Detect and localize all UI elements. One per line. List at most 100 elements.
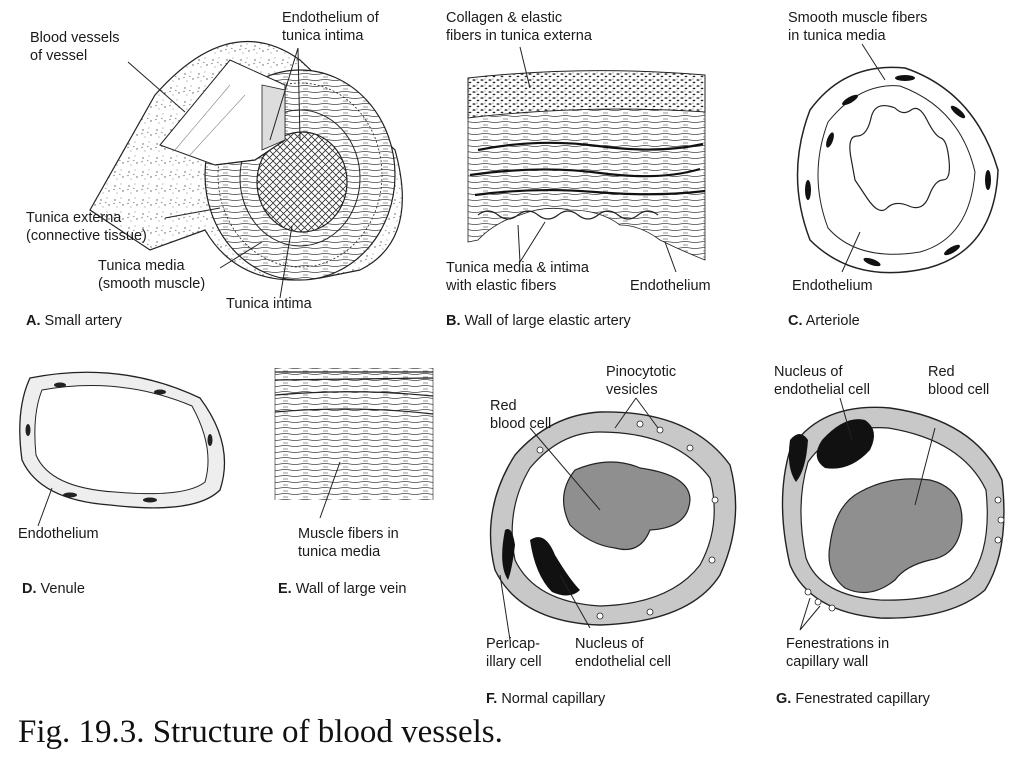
panel-e-caption: Wall of large vein bbox=[296, 581, 407, 597]
svg-text:(smooth muscle): (smooth muscle) bbox=[98, 276, 205, 292]
label-red-blood-cell-g-line1: Red bbox=[928, 364, 955, 380]
label-media-intima-line2: with elastic fibers bbox=[445, 278, 556, 294]
label-endothelium-b: Endothelium bbox=[630, 278, 711, 294]
svg-text:blood cell: blood cell bbox=[928, 382, 989, 398]
svg-text:Endothelium: Endothelium bbox=[792, 278, 873, 294]
svg-text:Pericap-: Pericap- bbox=[486, 636, 540, 652]
svg-text:endothelial cell: endothelial cell bbox=[575, 654, 671, 670]
panel-g-fenestrated-capillary: Nucleus of endothelial cell Red blood ce… bbox=[774, 364, 1005, 707]
label-red-blood-cell-g-line2: blood cell bbox=[928, 382, 989, 398]
svg-text:Tunica intima: Tunica intima bbox=[226, 296, 313, 312]
venule-illustration bbox=[19, 371, 226, 509]
label-smooth-muscle-line2: in tunica media bbox=[788, 28, 886, 44]
svg-text:Nucleus of: Nucleus of bbox=[774, 364, 843, 380]
svg-text:illary cell: illary cell bbox=[486, 654, 542, 670]
label-nucleus-g-line2: endothelial cell bbox=[774, 382, 870, 398]
panel-f-normal-capillary: Pinocytotic vesicles Red blood cell Peri… bbox=[486, 364, 737, 707]
svg-text:F. Normal capillary: F. Normal capillary bbox=[486, 691, 606, 707]
svg-text:tunica intima: tunica intima bbox=[282, 28, 364, 44]
panel-b-caption: Wall of large elastic artery bbox=[465, 313, 632, 329]
svg-text:Nucleus of: Nucleus of bbox=[575, 636, 644, 652]
normal-capillary-illustration bbox=[489, 411, 737, 626]
label-nucleus-f-line2: endothelial cell bbox=[575, 654, 671, 670]
label-endothelium-intima-line1: Endothelium of bbox=[282, 10, 380, 26]
panel-c-letter: C. bbox=[788, 313, 803, 329]
svg-text:G. Fenestrated capillary: G. Fenestrated capillary bbox=[776, 691, 931, 707]
panel-e-large-vein: Muscle fibers in tunica media E. Wall of… bbox=[274, 368, 434, 597]
panel-e-letter: E. bbox=[278, 581, 292, 597]
label-nucleus-g-line1: Nucleus of bbox=[774, 364, 843, 380]
panel-a-caption: Small artery bbox=[45, 313, 123, 329]
label-red-blood-cell-f-line2: blood cell bbox=[490, 416, 551, 432]
panel-f-caption: Normal capillary bbox=[501, 691, 606, 707]
label-fenestrations-line2: capillary wall bbox=[786, 654, 868, 670]
svg-text:Tunica media & intima: Tunica media & intima bbox=[446, 260, 590, 276]
label-endothelium-c: Endothelium bbox=[792, 278, 873, 294]
label-endothelium-d: Endothelium bbox=[18, 526, 99, 542]
label-pericapillary-line2: illary cell bbox=[486, 654, 542, 670]
svg-text:vesicles: vesicles bbox=[606, 382, 658, 398]
svg-text:Muscle fibers in: Muscle fibers in bbox=[298, 526, 399, 542]
label-pinocytotic-line2: vesicles bbox=[606, 382, 658, 398]
svg-text:(connective tissue): (connective tissue) bbox=[26, 228, 147, 244]
panel-a-small-artery: Blood vessels of vessel Endothelium of t… bbox=[26, 10, 403, 329]
svg-text:Red: Red bbox=[490, 398, 517, 414]
label-blood-vessels-line1: Blood vessels bbox=[30, 30, 119, 46]
svg-text:Tunica media: Tunica media bbox=[98, 258, 185, 274]
red-blood-cell-f bbox=[563, 461, 691, 551]
svg-text:blood cell: blood cell bbox=[490, 416, 551, 432]
svg-text:Endothelium: Endothelium bbox=[18, 526, 99, 542]
figure-caption: Fig. 19.3. Structure of blood vessels. bbox=[18, 714, 503, 750]
svg-text:A. Small artery: A. Small artery bbox=[26, 313, 123, 329]
label-tunica-externa-line2: (connective tissue) bbox=[26, 228, 147, 244]
panel-f-letter: F. bbox=[486, 691, 497, 707]
label-muscle-fibers-line2: tunica media bbox=[298, 544, 381, 560]
label-nucleus-f-line1: Nucleus of bbox=[575, 636, 644, 652]
svg-text:Red: Red bbox=[928, 364, 955, 380]
elastic-artery-wall-illustration bbox=[467, 70, 706, 261]
panel-d-letter: D. bbox=[22, 581, 37, 597]
svg-text:B. Wall of large elastic arter: B. Wall of large elastic artery bbox=[446, 313, 632, 329]
svg-text:with elastic fibers: with elastic fibers bbox=[445, 278, 556, 294]
svg-text:Tunica externa: Tunica externa bbox=[26, 210, 122, 226]
label-tunica-media-line1: Tunica media bbox=[98, 258, 185, 274]
label-tunica-intima: Tunica intima bbox=[226, 296, 313, 312]
panel-d-venule: Endothelium D. Venule bbox=[18, 371, 226, 597]
label-blood-vessels-line2: of vessel bbox=[30, 48, 87, 64]
label-pinocytotic-line1: Pinocytotic bbox=[606, 364, 676, 380]
svg-text:Pinocytotic: Pinocytotic bbox=[606, 364, 676, 380]
svg-text:in tunica media: in tunica media bbox=[788, 28, 886, 44]
arteriole-illustration bbox=[796, 66, 999, 274]
label-muscle-fibers-line1: Muscle fibers in bbox=[298, 526, 399, 542]
panel-b-letter: B. bbox=[446, 313, 461, 329]
panel-b-large-elastic-artery: Collagen & elastic fibers in tunica exte… bbox=[445, 10, 711, 329]
panel-g-letter: G. bbox=[776, 691, 791, 707]
svg-text:Smooth muscle fibers: Smooth muscle fibers bbox=[788, 10, 927, 26]
svg-text:endothelial cell: endothelial cell bbox=[774, 382, 870, 398]
svg-text:E. Wall of large vein: E. Wall of large vein bbox=[278, 581, 406, 597]
svg-text:Fenestrations in: Fenestrations in bbox=[786, 636, 889, 652]
endothelial-nucleus-g bbox=[816, 419, 874, 469]
label-endothelium-intima-line2: tunica intima bbox=[282, 28, 364, 44]
label-fenestrations-line1: Fenestrations in bbox=[786, 636, 889, 652]
svg-text:Endothelium of: Endothelium of bbox=[282, 10, 380, 26]
label-media-intima-line1: Tunica media & intima bbox=[446, 260, 590, 276]
svg-text:of vessel: of vessel bbox=[30, 48, 87, 64]
svg-text:Endothelium: Endothelium bbox=[630, 278, 711, 294]
label-tunica-media-line2: (smooth muscle) bbox=[98, 276, 205, 292]
fenestrated-capillary-illustration bbox=[781, 406, 1005, 619]
panel-g-caption: Fenestrated capillary bbox=[795, 691, 930, 707]
svg-text:D. Venule: D. Venule bbox=[22, 581, 85, 597]
label-smooth-muscle-line1: Smooth muscle fibers bbox=[788, 10, 927, 26]
svg-text:Blood vessels: Blood vessels bbox=[30, 30, 119, 46]
svg-text:capillary wall: capillary wall bbox=[786, 654, 868, 670]
svg-text:Collagen & elastic: Collagen & elastic bbox=[446, 10, 562, 26]
svg-text:C. Arteriole: C. Arteriole bbox=[788, 313, 860, 329]
panel-c-arteriole: Smooth muscle fibers in tunica media End… bbox=[788, 10, 999, 329]
endothelial-nucleus-f bbox=[530, 537, 580, 596]
small-artery-illustration bbox=[89, 40, 403, 281]
red-blood-cell-g bbox=[828, 478, 963, 594]
svg-text:tunica media: tunica media bbox=[298, 544, 381, 560]
label-tunica-externa-line1: Tunica externa bbox=[26, 210, 122, 226]
